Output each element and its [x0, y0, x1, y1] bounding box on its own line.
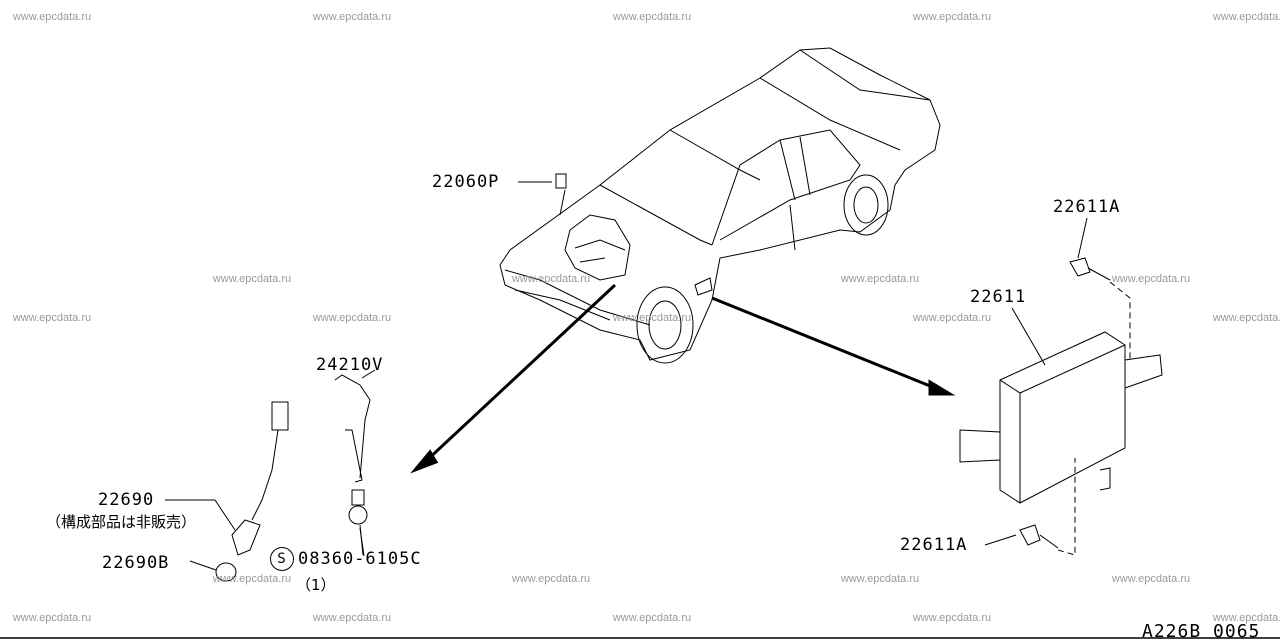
watermark: www.epcdata.ru: [1111, 273, 1191, 285]
watermark: www.epcdata.ru: [212, 273, 292, 285]
watermark: www.epcdata.ru: [840, 573, 920, 585]
watermark: www.epcdata.ru: [312, 312, 392, 324]
part-22060P-drawing: [518, 173, 567, 189]
watermark: www.epcdata.ru: [511, 273, 591, 285]
watermark: www.epcdata.ru: [612, 11, 692, 23]
watermark: www.epcdata.ru: [612, 312, 692, 324]
watermark: www.epcdata.ru: [1212, 612, 1280, 624]
arrows: [410, 283, 956, 474]
watermark: www.epcdata.ru: [912, 11, 992, 23]
car-illustration: [499, 47, 941, 364]
part-label-22690[interactable]: 22690: [98, 490, 155, 510]
part-label-22611A-bottom[interactable]: 22611A: [900, 535, 968, 555]
watermark: www.epcdata.ru: [12, 312, 92, 324]
watermark: www.epcdata.ru: [12, 612, 92, 624]
part-24210V-drawing: [334, 369, 376, 556]
watermark: www.epcdata.ru: [1111, 573, 1191, 585]
part-label-22060P[interactable]: 22060P: [432, 172, 500, 192]
watermark: www.epcdata.ru: [840, 273, 920, 285]
part-label-22611A-top[interactable]: 22611A: [1053, 197, 1121, 217]
part-label-22690B[interactable]: 22690B: [102, 553, 170, 573]
watermark: www.epcdata.ru: [312, 612, 392, 624]
part-note-22690: （構成部品は非販売）: [46, 513, 197, 531]
part-quantity: （1）: [296, 576, 336, 594]
watermark: www.epcdata.ru: [12, 11, 92, 23]
watermark: www.epcdata.ru: [912, 612, 992, 624]
watermark: www.epcdata.ru: [312, 11, 392, 23]
watermark: www.epcdata.ru: [511, 573, 591, 585]
watermark: www.epcdata.ru: [212, 573, 292, 585]
part-number: 08360-6105C: [298, 549, 422, 569]
watermark: www.epcdata.ru: [612, 612, 692, 624]
part-label-22611[interactable]: 22611: [970, 287, 1027, 307]
part-22611-drawing: [959, 217, 1163, 556]
part-22690-drawing: [165, 401, 365, 582]
watermark: www.epcdata.ru: [912, 312, 992, 324]
diagram-code: A226B 0065: [1142, 621, 1261, 640]
watermark: www.epcdata.ru: [1212, 11, 1280, 23]
standard-part-symbol: S: [270, 547, 294, 571]
watermark: www.epcdata.ru: [1212, 312, 1280, 324]
part-label-24210V[interactable]: 24210V: [316, 355, 384, 375]
